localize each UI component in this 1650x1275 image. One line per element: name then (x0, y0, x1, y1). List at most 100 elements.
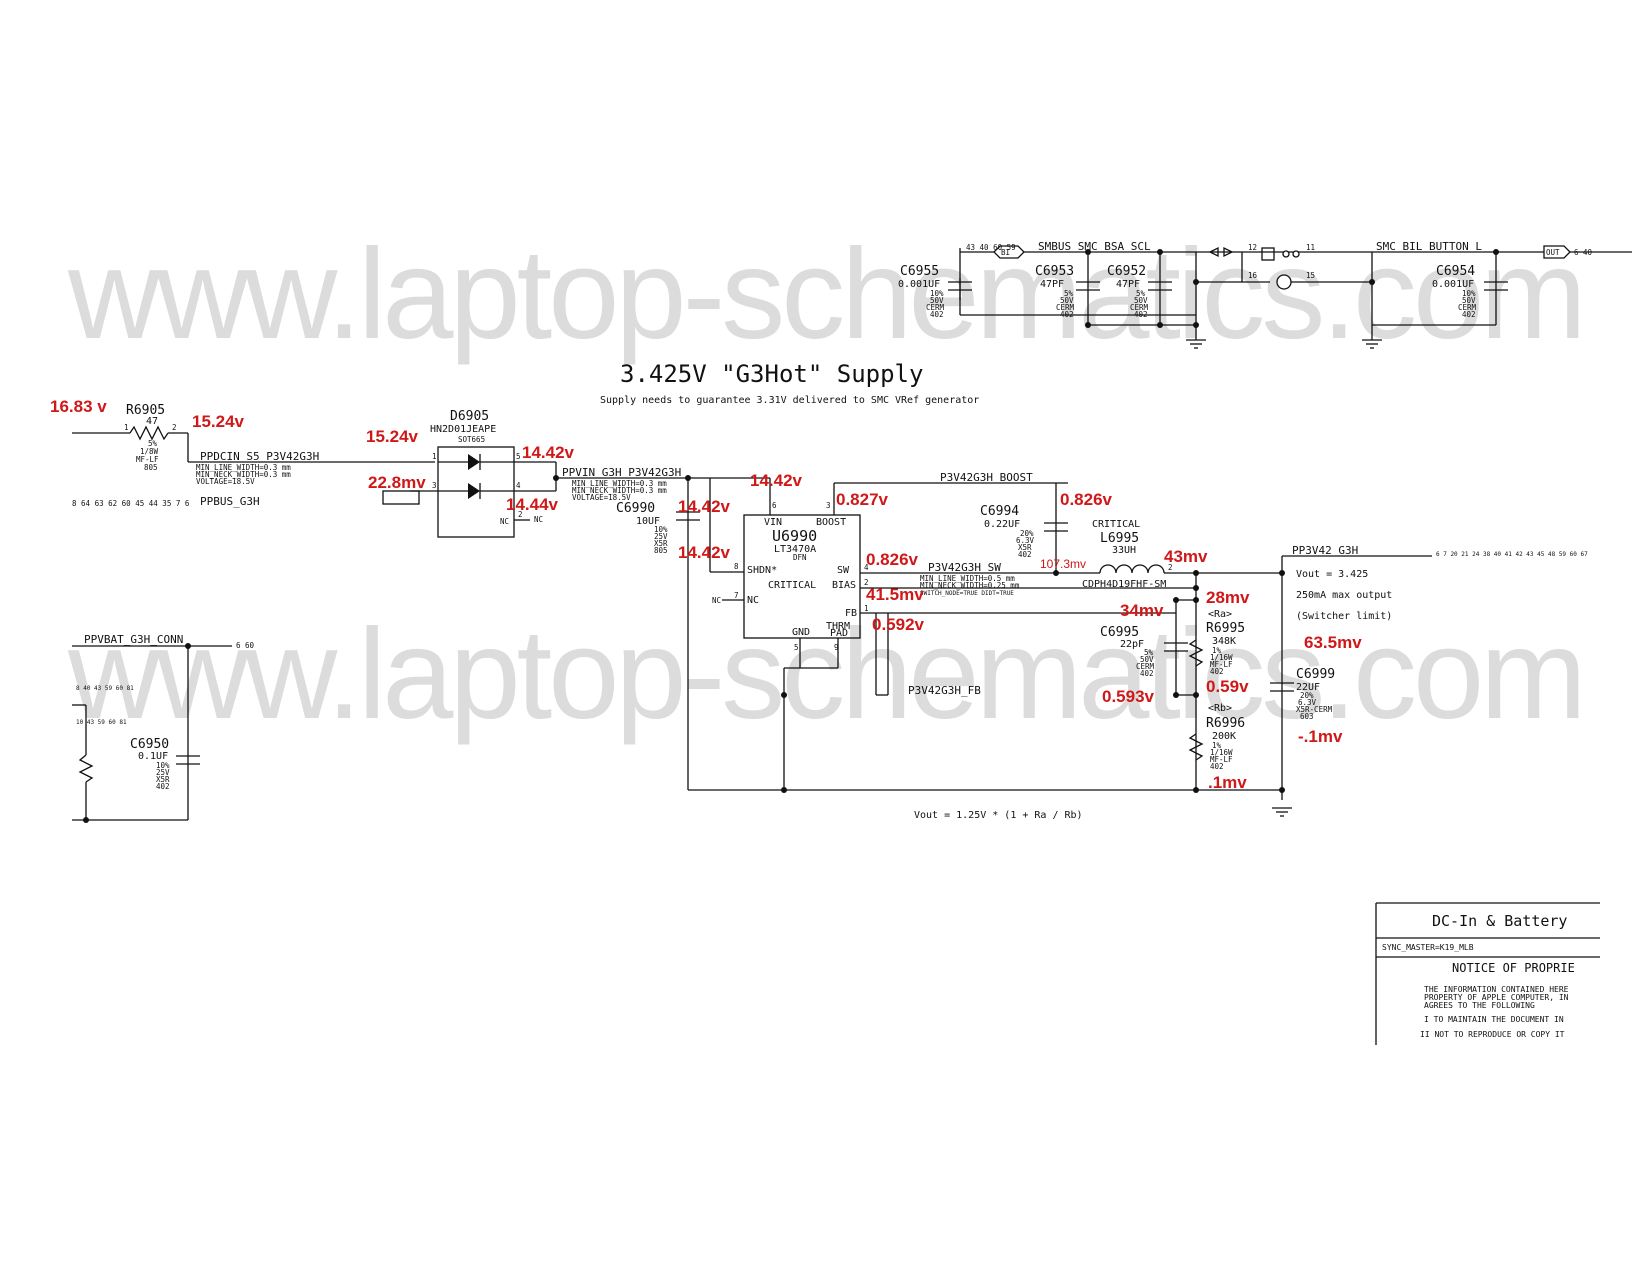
c6952-spec: 50V (1134, 296, 1148, 305)
meas-d6905-pin5: 14.42v (522, 443, 575, 462)
ppbus-page-refs: 8 64 63 62 60 45 44 35 7 6 (72, 499, 190, 508)
meas-c6990: 14.42v (678, 497, 731, 516)
meas-boost: 0.827v (836, 490, 889, 509)
svg-text:11: 11 (1306, 243, 1315, 252)
c6999-spec: 603 (1300, 712, 1314, 721)
r6905-spec: 1/8W (140, 447, 159, 456)
pp3v42-page-refs: 6 7 20 21 24 38 40 41 42 43 45 48 59 60 … (1436, 551, 1588, 558)
u6990-pin-boost: BOOST (816, 517, 846, 528)
c6954-value: 0.001UF (1432, 279, 1474, 290)
c6950-spec: 402 (156, 782, 170, 791)
c6994-spec: 402 (1018, 550, 1032, 559)
titleblock-line: AGREES TO THE FOLLOWING (1424, 1001, 1535, 1010)
meas-divider-mid: 0.59v (1206, 677, 1249, 696)
titleblock-notice: NOTICE OF PROPRIE (1452, 961, 1575, 975)
c6995-ref: C6995 (1100, 625, 1139, 640)
c6955-spec: 10% (930, 289, 944, 298)
svg-text:4: 4 (864, 563, 869, 572)
left-page-refs-a: 8 40 43 59 60 81 (76, 685, 134, 692)
titleblock-line: PROPERTY OF APPLE COMPUTER, IN (1424, 993, 1569, 1002)
ppvbat-page-refs: 6 60 (236, 641, 255, 650)
svg-text:2: 2 (518, 510, 523, 519)
r6996-ref: R6996 (1206, 716, 1245, 731)
meas-vin: 14.42v (750, 471, 803, 490)
bi-port-label: BI (1001, 248, 1010, 257)
u6990-ref: U6990 (772, 527, 817, 545)
svg-text:6: 6 (772, 501, 777, 510)
r6996-spec: 1/16W (1210, 748, 1233, 757)
d6905-value: HN2D01JEAPE (430, 424, 496, 435)
svg-text:15: 15 (1306, 271, 1315, 280)
c6990-ref: C6990 (616, 501, 655, 516)
svg-text:16: 16 (1248, 271, 1258, 280)
c6994-ref: C6994 (980, 504, 1019, 519)
svg-text:3: 3 (432, 481, 437, 490)
meas-c6995-bottom: 0.593v (1102, 687, 1155, 706)
c6954-spec: 50V (1462, 296, 1476, 305)
vout-formula: Vout = 1.25V * (1 + Ra / Rb) (914, 810, 1083, 821)
watermark-top: www.laptop-schematics.com (67, 223, 1583, 366)
r6996-tag: <Rb> (1208, 703, 1232, 714)
r6996-spec: 1% (1212, 741, 1222, 750)
ppvin-min-neck: MIN_NECK_WIDTH=0.3 mm (572, 486, 667, 495)
c6955-spec: 50V (930, 296, 944, 305)
d6905-ref: D6905 (450, 409, 489, 424)
u6990-pin-shdn: SHDN* (747, 565, 777, 576)
c6995-spec: 5% (1144, 648, 1154, 657)
c6950-spec: 10% (156, 761, 170, 770)
vout-note: Vout = 3.425 (1296, 569, 1368, 580)
meas-c6994: 0.826v (1060, 490, 1113, 509)
svg-text:1: 1 (864, 604, 869, 613)
r6905-value: 47 (146, 416, 158, 427)
r6995-spec: 1% (1212, 646, 1222, 655)
u6990-pin-sw: SW (837, 565, 850, 576)
l6995-critical: CRITICAL (1092, 519, 1140, 530)
page-subtitle: Supply needs to guarantee 3.31V delivere… (600, 395, 979, 406)
ppdcin-min-neck: MIN_NECK_WIDTH=0.3 mm (196, 470, 291, 479)
c6999-spec: X5R-CERM (1296, 705, 1333, 714)
c6954-spec: CERM (1458, 303, 1477, 312)
u6990-package: DFN (793, 553, 807, 562)
c6990-spec: X5R (654, 539, 668, 548)
r6905-spec: 5% (148, 439, 158, 448)
titleblock-title: DC-In & Battery (1432, 912, 1567, 930)
net-smbus: SMBUS_SMC_BSA_SCL (1038, 240, 1151, 253)
sw-min-line: MIN_LINE_WIDTH=0.5 mm (920, 574, 1015, 583)
net-ppvbat: PPVBAT_G3H_CONN (84, 633, 183, 646)
max-output-note: 250mA max output (1296, 590, 1392, 601)
meas-bias: 41.5mv (866, 585, 924, 604)
switcher-limit-note: (Switcher limit) (1296, 611, 1392, 622)
net-ppbus: PPBUS_G3H (200, 495, 260, 508)
svg-text:2: 2 (172, 423, 177, 432)
net-ppvin: PPVIN_G3H_P3V42G3H (562, 466, 681, 479)
ppvin-voltage: VOLTAGE=18.5V (572, 493, 631, 502)
titleblock-line: I TO MAINTAIN THE DOCUMENT IN (1424, 1015, 1564, 1024)
r6995-spec: 402 (1210, 667, 1224, 676)
u6990-pin-bias: BIAS (832, 580, 856, 591)
net-ppdcin: PPDCIN_S5_P3V42G3H (200, 450, 319, 463)
meas-l6995-in: 107.3mv (1040, 557, 1086, 571)
meas-shdn: 14.42v (678, 543, 731, 562)
c6994-section: C6994 0.22UF 20% 6.3V X5R 402 (980, 483, 1068, 573)
u6990-pin-gnd: GND (792, 627, 810, 638)
titleblock-sync: SYNC_MASTER=K19_MLB (1382, 943, 1474, 952)
net-sw: P3V42G3H_SW (928, 561, 1001, 574)
smbus-page-refs: 43 40 60 59 (966, 243, 1016, 252)
net-smc-bil-button: SMC_BIL_BUTTON_L (1376, 240, 1482, 253)
ppvin-min-line: MIN_LINE_WIDTH=0.3 mm (572, 479, 667, 488)
c6994-spec: X5R (1018, 543, 1032, 552)
net-pp3v42: PP3V42_G3H (1292, 544, 1358, 557)
u6990-value: LT3470A (774, 544, 816, 555)
r6995-spec: MF-LF (1210, 660, 1233, 669)
watermark-bottom: www.laptop-schematics.com (67, 603, 1583, 746)
c6954-spec: 10% (1462, 289, 1476, 298)
c6995-spec: 50V (1140, 655, 1154, 664)
feedback-divider: C6995 22pF 5% 50V CERM 402 <Ra> R6995 34… (1100, 597, 1245, 771)
sw-section: 4 P3V42G3H_SW MIN_LINE_WIDTH=0.5 mm MIN_… (860, 519, 1282, 790)
c6955-spec: CERM (926, 303, 945, 312)
d6905-nc-inside: NC (500, 517, 509, 526)
c6954-spec: 402 (1462, 310, 1476, 319)
r6995-value: 348K (1212, 636, 1236, 647)
title-block: DC-In & Battery SYNC_MASTER=K19_MLB NOTI… (1375, 902, 1600, 1045)
